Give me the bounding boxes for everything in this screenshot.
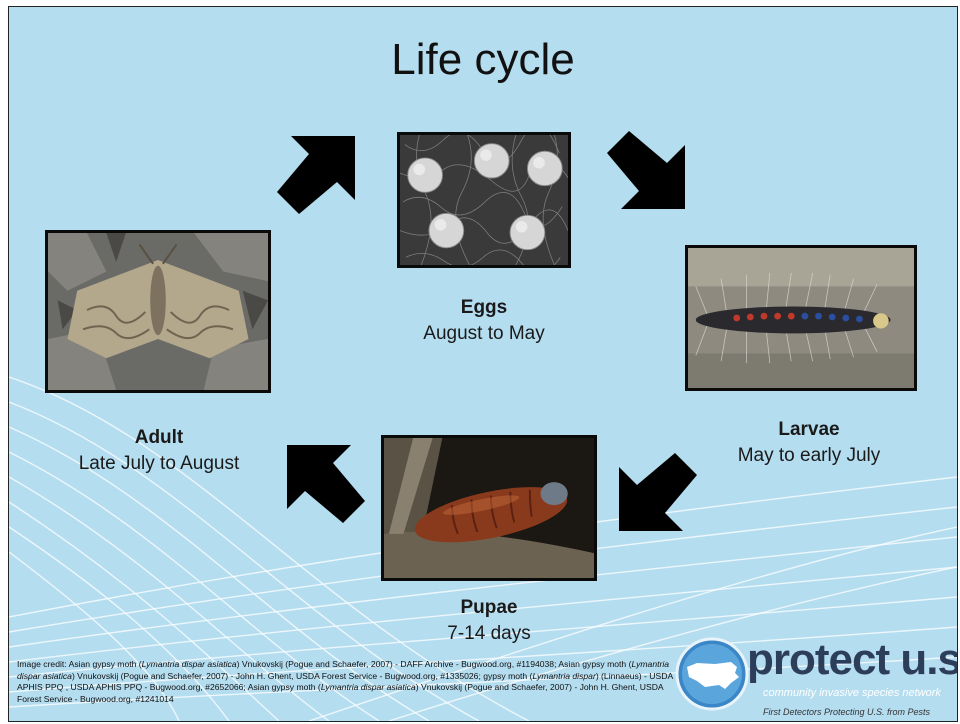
slide: Life cycle	[8, 6, 958, 722]
eggs-photo	[397, 132, 571, 268]
eggs-stage-name: Eggs	[389, 295, 579, 321]
pupae-photo	[381, 435, 597, 581]
image-credit: Image credit: Asian gypsy moth (Lymantri…	[17, 659, 677, 705]
arrow-pupae-to-adult-icon	[285, 443, 367, 525]
adult-stage-period: Late July to August	[79, 453, 240, 474]
larvae-label: Larvae May to early July	[699, 417, 919, 469]
eggs-stage-period: August to May	[423, 323, 544, 344]
adult-stage-name: Adult	[49, 425, 269, 451]
larvae-photo	[685, 245, 917, 391]
logo-tagline: First Detectors Protecting U.S. from Pes…	[763, 707, 930, 717]
arrow-eggs-to-larvae-icon	[605, 129, 687, 211]
us-map-globe-icon	[675, 637, 749, 711]
eggs-label: Eggs August to May	[389, 295, 579, 347]
adult-label: Adult Late July to August	[49, 425, 269, 477]
arrow-larvae-to-pupae-icon	[617, 451, 699, 533]
page-title: Life cycle	[9, 35, 957, 85]
pupae-stage-name: Pupae	[391, 595, 587, 621]
arrow-adult-to-eggs-icon	[275, 134, 357, 216]
pupae-stage-period: 7-14 days	[447, 623, 530, 644]
logo-title: protect u.s.	[747, 635, 958, 685]
protect-us-logo: protect u.s. community invasive species …	[667, 637, 957, 721]
logo-subtitle: community invasive species network	[763, 687, 941, 699]
adult-photo	[45, 230, 271, 393]
larvae-stage-period: May to early July	[738, 445, 881, 466]
larvae-stage-name: Larvae	[699, 417, 919, 443]
pupae-label: Pupae 7-14 days	[391, 595, 587, 647]
